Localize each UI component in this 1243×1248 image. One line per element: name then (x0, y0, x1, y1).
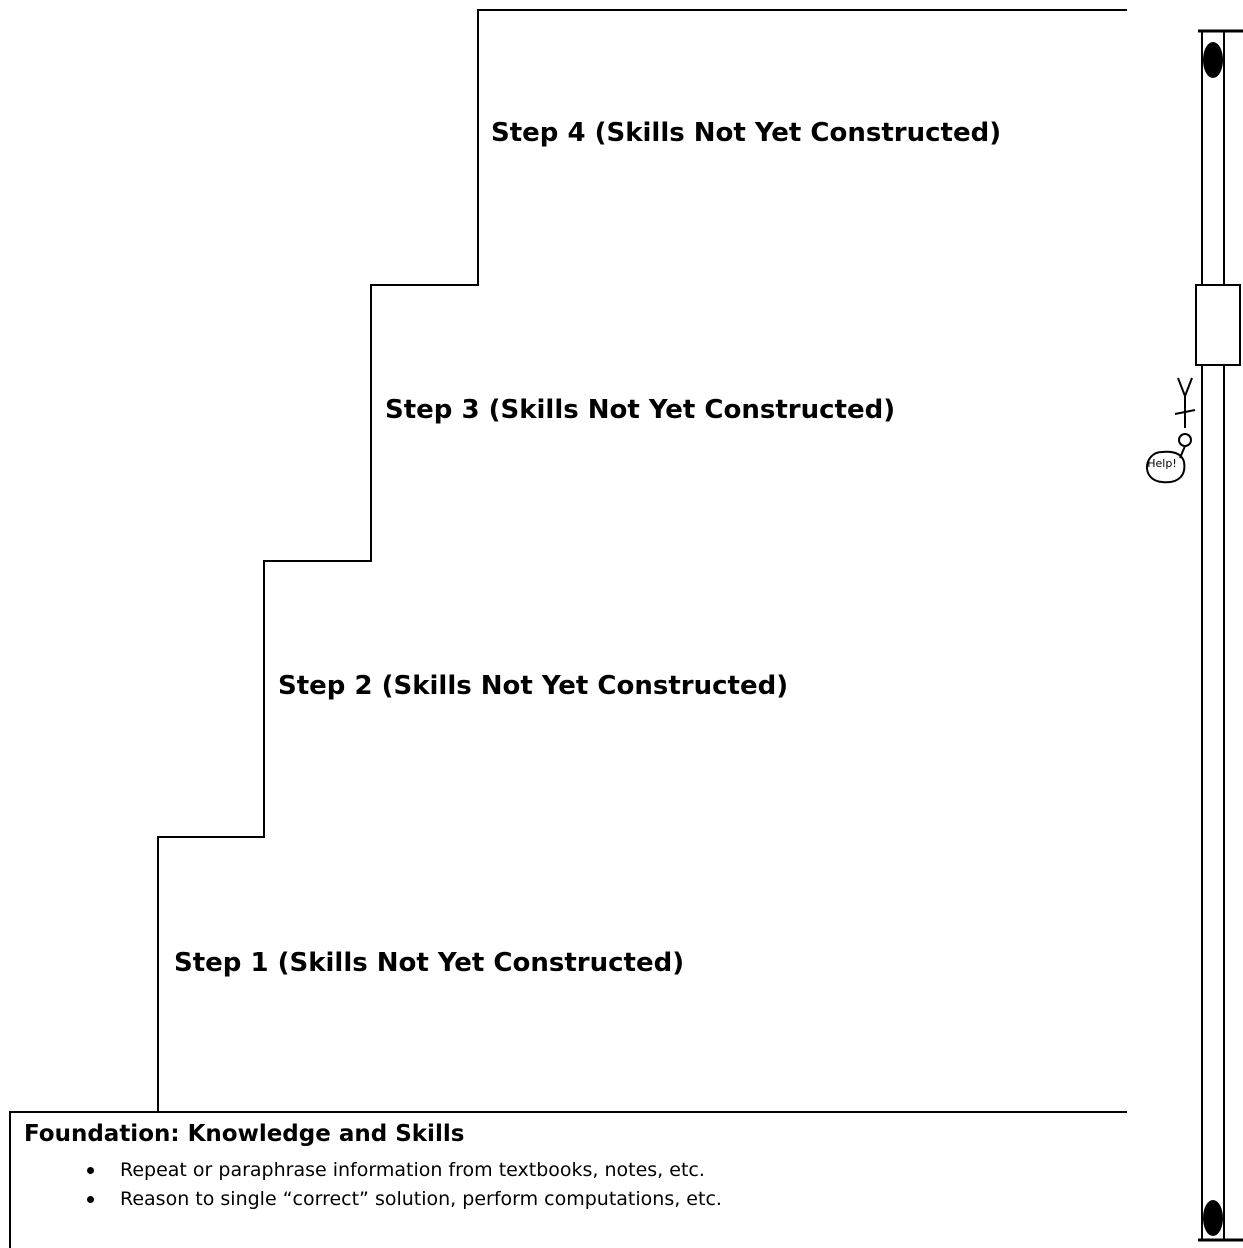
list-item: Reason to single “correct” solution, per… (24, 1185, 1124, 1214)
step-3-label: Step 3 (Skills Not Yet Constructed) (385, 395, 896, 425)
foundation-list: Repeat or paraphrase information from te… (24, 1156, 1124, 1214)
foundation-section: Foundation: Knowledge and Skills Repeat … (24, 1123, 1124, 1214)
step-1-label: Step 1 (Skills Not Yet Constructed) (174, 948, 685, 978)
foundation-box-outline (9, 1111, 1127, 1248)
list-item-text: Reason to single “correct” solution, per… (120, 1188, 722, 1210)
elevator-car (1195, 284, 1241, 366)
list-item: Repeat or paraphrase information from te… (24, 1156, 1124, 1185)
bullet-icon (87, 1167, 94, 1174)
ladder (1195, 29, 1243, 1242)
hanging-figure (1146, 377, 1196, 484)
help-speech-text: Help! (1147, 457, 1177, 470)
staircase-outline (157, 9, 1127, 1112)
foundation-title: Foundation: Knowledge and Skills (24, 1121, 465, 1147)
list-item-text: Repeat or paraphrase information from te… (120, 1159, 705, 1181)
bullet-icon (87, 1196, 94, 1203)
pulley-top (1203, 42, 1223, 78)
step-2-label: Step 2 (Skills Not Yet Constructed) (278, 671, 789, 701)
pulley-bottom (1203, 1200, 1223, 1236)
step-4-label: Step 4 (Skills Not Yet Constructed) (491, 118, 1002, 148)
speech-bubble (1146, 450, 1186, 484)
